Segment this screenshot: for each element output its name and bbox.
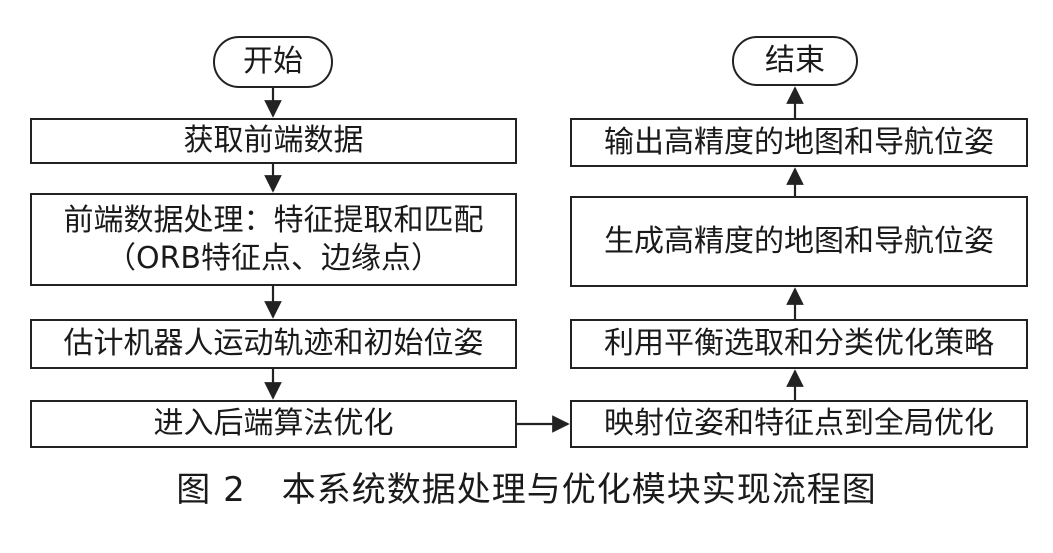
step-backend-optimization-label: 进入后端算法优化: [153, 406, 394, 442]
start-node: 开始: [213, 36, 333, 88]
step-map-to-global-label: 映射位姿和特征点到全局优化: [604, 406, 994, 442]
figure-caption: 图 2 本系统数据处理与优化模块实现流程图: [0, 462, 1053, 511]
step-generate-map-label: 生成高精度的地图和导航位姿: [604, 223, 994, 259]
step-frontend-processing: 前端数据处理：特征提取和匹配 （ORB特征点、边缘点）: [30, 193, 517, 286]
step-map-to-global: 映射位姿和特征点到全局优化: [570, 400, 1028, 448]
step-generate-map: 生成高精度的地图和导航位姿: [570, 196, 1028, 287]
figure-number: 图 2: [176, 470, 246, 510]
step-balance-strategy-label: 利用平衡选取和分类优化策略: [604, 326, 994, 362]
step-estimate-trajectory: 估计机器人运动轨迹和初始位姿: [30, 319, 517, 369]
figure-title: 本系统数据处理与优化模块实现流程图: [281, 470, 877, 510]
end-label: 结束: [765, 43, 825, 79]
start-label: 开始: [243, 44, 303, 80]
step-estimate-trajectory-label: 估计机器人运动轨迹和初始位姿: [63, 326, 484, 362]
step-frontend-processing-line2: （ORB特征点、边缘点）: [105, 240, 442, 276]
step-backend-optimization: 进入后端算法优化: [30, 400, 517, 448]
step-get-frontend-data-label: 获取前端数据: [183, 123, 364, 159]
step-output-map-label: 输出高精度的地图和导航位姿: [604, 124, 994, 160]
end-node: 结束: [732, 36, 858, 86]
step-balance-strategy: 利用平衡选取和分类优化策略: [570, 319, 1028, 369]
step-frontend-processing-line1: 前端数据处理：特征提取和匹配: [63, 203, 484, 238]
step-output-map: 输出高精度的地图和导航位姿: [570, 118, 1028, 167]
step-get-frontend-data: 获取前端数据: [30, 118, 517, 164]
